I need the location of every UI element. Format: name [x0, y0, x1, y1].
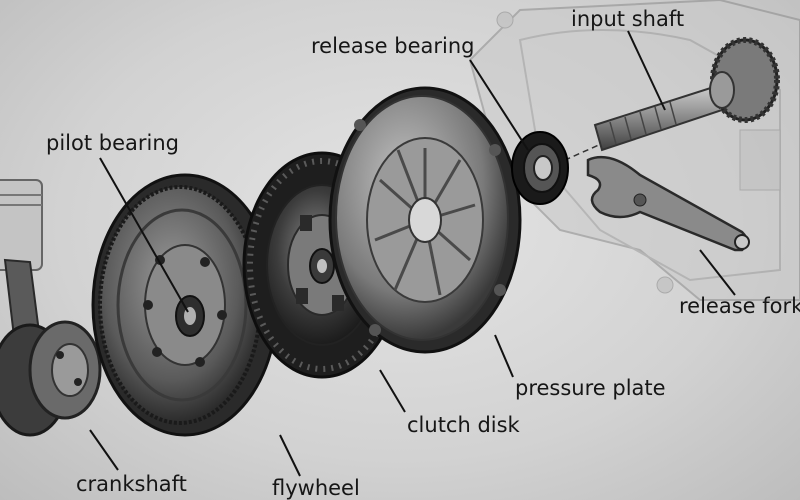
leader-input-shaft — [627, 30, 666, 111]
leader-release-fork — [699, 249, 736, 296]
label-release-bearing: release bearing — [311, 34, 475, 58]
label-pilot-bearing: pilot bearing — [46, 131, 179, 155]
input-shaft — [593, 37, 780, 152]
leader-release-bearing — [469, 59, 529, 151]
label-release-fork: release fork — [679, 294, 800, 318]
label-crankshaft: crankshaft — [76, 472, 187, 496]
leader-pressure-plate — [494, 334, 514, 378]
leader-crankshaft — [89, 429, 119, 471]
release-fork — [586, 155, 750, 252]
label-input-shaft: input shaft — [571, 7, 685, 31]
leader-lines — [89, 30, 736, 477]
crankshaft — [0, 320, 102, 437]
leader-pilot-bearing — [99, 157, 189, 313]
pressure-plate — [328, 86, 522, 354]
label-pressure-plate: pressure plate — [515, 376, 666, 400]
label-clutch-disk: clutch disk — [407, 413, 520, 437]
label-flywheel: flywheel — [272, 476, 360, 500]
leader-flywheel — [279, 434, 301, 477]
piston — [0, 179, 43, 347]
release-bearing — [511, 131, 569, 205]
leader-clutch-disk — [379, 369, 406, 413]
